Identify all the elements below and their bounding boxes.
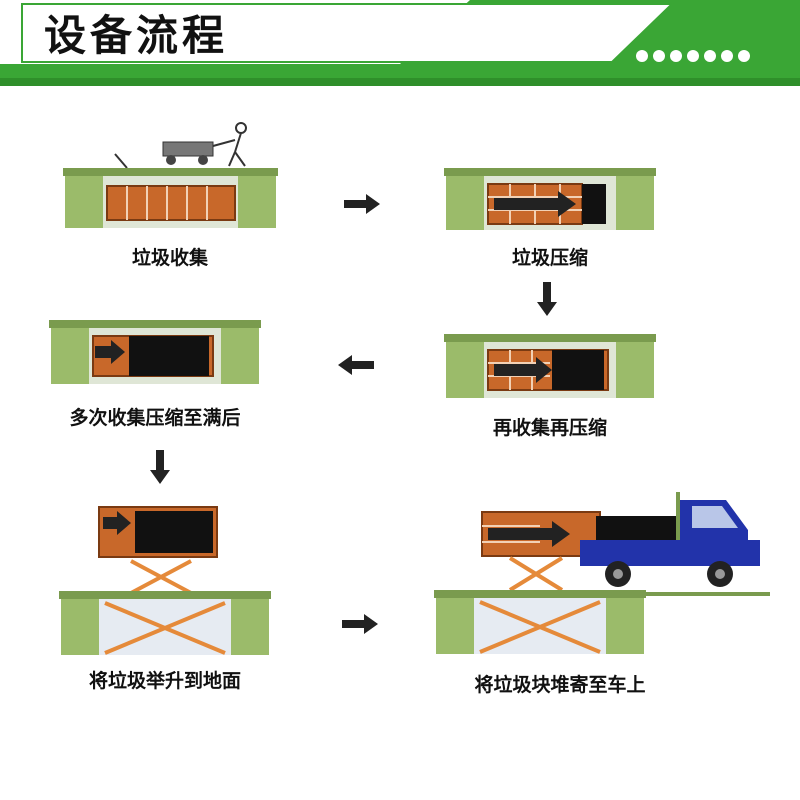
decor-dot xyxy=(636,50,648,62)
decor-dot xyxy=(670,50,682,62)
step-lift-illustration xyxy=(59,506,271,655)
step-compress-illustration xyxy=(444,168,656,230)
decor-dot xyxy=(721,50,733,62)
step-full-label: 多次收集压缩至满后 xyxy=(69,407,241,429)
decor-dot xyxy=(738,50,750,62)
step-lift-label: 将垃圾举升到地面 xyxy=(88,670,241,692)
step-load-illustration xyxy=(434,492,770,654)
step-compress xyxy=(440,164,660,234)
step-load xyxy=(430,490,775,660)
step-lift xyxy=(55,505,275,665)
step-collect-illustration xyxy=(63,122,278,228)
arrow-right-icon xyxy=(344,194,380,214)
decor-dot xyxy=(687,50,699,62)
header-shape xyxy=(0,0,800,86)
step-collect xyxy=(55,118,285,238)
step-full xyxy=(45,316,265,388)
arrow-down-icon xyxy=(537,282,557,316)
step-recollect xyxy=(440,330,660,402)
step-collect-label: 垃圾收集 xyxy=(131,247,208,269)
arrow-down-icon xyxy=(150,450,170,484)
step-compress-label: 垃圾压缩 xyxy=(511,247,588,269)
page-title: 设备流程 xyxy=(44,11,229,60)
decor-dot xyxy=(653,50,665,62)
header-banner: 设备流程 xyxy=(0,0,800,90)
step-recollect-illustration xyxy=(444,334,656,398)
step-load-label: 将垃圾块堆寄至车上 xyxy=(474,674,646,696)
arrow-left-icon xyxy=(338,355,374,375)
arrow-right-icon xyxy=(342,614,378,634)
decor-dot xyxy=(704,50,716,62)
step-recollect-label: 再收集再压缩 xyxy=(492,417,607,439)
step-full-illustration xyxy=(49,320,261,384)
header-dots xyxy=(636,50,750,62)
